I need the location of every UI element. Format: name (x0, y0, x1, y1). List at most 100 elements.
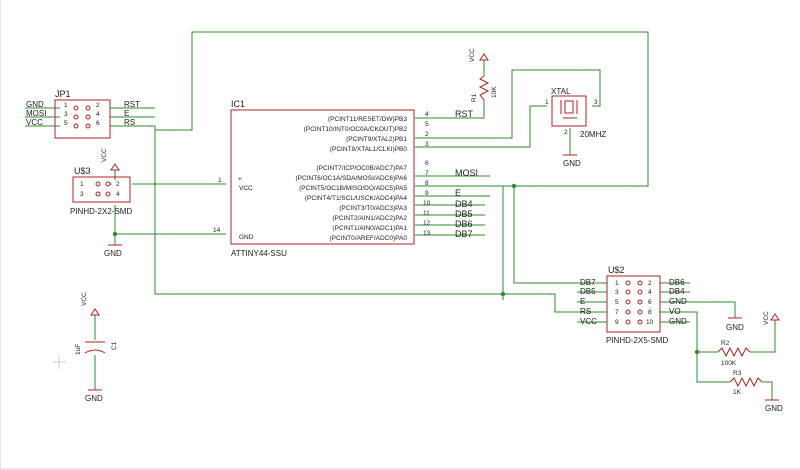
ic1-pin-num: 2 (425, 131, 429, 138)
u2-pin-num: 4 (648, 289, 652, 296)
ic1-pin-label: (PCINT2/AIN1/ADC2)PA2 (332, 215, 407, 222)
jp1-connector: JP1 GND MOSI VCC RST E RS 1 3 5 2 4 6 (26, 89, 140, 139)
jp1-left-label: GND (26, 100, 44, 109)
ic1-pin-num: 13 (423, 230, 431, 237)
ic1-pin-label: (PCINT6/OC1A/SDA/MOSI/ADC6)PA6 (296, 175, 408, 182)
u3-ref: U$3 (74, 166, 91, 176)
jp1-right-label: E (124, 109, 129, 118)
ic1-pin-num: 11 (423, 210, 430, 217)
u2-left-label: E (580, 297, 585, 306)
c1-capacitor: VCC 1uF C1 GND (75, 292, 118, 403)
ic1-pin-num: 12 (423, 220, 431, 227)
u3-connector: U$3 PINHD-2X2-SMD 1 3 2 4 VCC GND (70, 148, 132, 258)
u3-pin-num: 2 (116, 181, 120, 188)
net-db4: DB4 (455, 199, 473, 209)
u2-connector: U$2 PINHD-2X5-SMD DB7 DB5 E RS VCC DB6 D… (580, 265, 780, 345)
u3-pin-num: 4 (116, 191, 120, 198)
u2-ref: U$2 (608, 265, 625, 275)
u2-vcc-label: VCC (763, 311, 770, 325)
ic1-pin-label: (PCINT0/AREF/ADC0)PA0 (329, 235, 407, 242)
u2-gnd-label: GND (726, 323, 744, 332)
u2-left-label: VCC (580, 317, 597, 326)
xtal-ref: XTAL (551, 87, 571, 96)
jp1-ref: JP1 (55, 89, 71, 99)
ic1-pin-label: (PCINT8/XTAL1/CLKI)PB0 (330, 146, 408, 153)
r2-resistor: R2 100K (717, 340, 751, 367)
xtal-pin: 1 (545, 99, 549, 106)
xtal-value: 20MHZ (580, 130, 606, 139)
jp1-right-label: RS (124, 118, 135, 127)
u2-pin-num: 9 (615, 319, 619, 326)
xtal-gnd-label: GND (563, 159, 581, 168)
jp1-left-label: VCC (26, 118, 43, 127)
u2-right-label: DB6 (669, 278, 685, 287)
u2-left-label: RS (580, 307, 591, 316)
junctions (112, 183, 700, 355)
u2-pin-num: 2 (648, 280, 652, 287)
c1-gnd-label: GND (85, 394, 103, 403)
net-labels: RST MOSI E DB4 DB5 DB6 DB7 (455, 109, 478, 239)
net-db6: DB6 (455, 219, 473, 229)
r1-ref: R1 (471, 93, 478, 102)
u2-right-label: VO (669, 307, 681, 316)
net-rst: RST (455, 109, 474, 119)
u2-left-label: DB7 (580, 278, 596, 287)
r3-value: 1K (733, 389, 742, 396)
r1-value: 10K (491, 86, 498, 98)
ic1-ref: IC1 (231, 99, 245, 109)
ic1-pin-label: (PCINT3/T0/ADC3)PA3 (339, 205, 407, 212)
u3-value: PINHD-2X2-SMD (70, 207, 132, 216)
ic1-pin-label: (PCINT4/T1/SCL/USCK/ADC4)PA4 (305, 195, 407, 202)
u2-right-label: GND (669, 317, 687, 326)
net-db5: DB5 (455, 209, 473, 219)
ic1-chip: IC1 ATTINY44-SSU (PCINT11/RESET/DW)PB3 (… (213, 99, 431, 258)
ic1-pin-label: (PCINT9/XTAL2)PB1 (346, 136, 407, 143)
net-db7: DB7 (455, 229, 473, 239)
u2-right-label: DB4 (669, 287, 685, 296)
u2-pin-num: 10 (646, 319, 654, 326)
ic1-pin-label: (PCINT7/ICP/OC0B/ADC7)PA7 (316, 165, 407, 172)
ic1-pin-num: 8 (425, 180, 429, 187)
ic1-pin-label: (PCINT10/INT0/OC0A/CKOUT)PB2 (304, 126, 408, 133)
ic1-pin-num: 5 (425, 121, 429, 128)
net-mosi: MOSI (455, 168, 478, 178)
svg-text:+: + (238, 176, 242, 183)
r3-ref: R3 (733, 370, 742, 377)
xtal-pin: 3 (594, 99, 598, 106)
r3-gnd-label: GND (765, 404, 783, 413)
ic1-pin-label: (PCINT5/OC1B/MISO/DO/ADC5)PA5 (299, 185, 407, 192)
ic1-vcc-num: 1 (218, 177, 222, 184)
ic1-pin-num: 4 (425, 111, 429, 118)
jp1-left-label: MOSI (26, 109, 46, 118)
u2-left-label: DB5 (580, 287, 596, 296)
jp1-right-label: RST (124, 100, 140, 109)
jp1-pin-num: 5 (64, 120, 68, 127)
ic1-pin-num: 9 (425, 190, 429, 197)
u3-vcc-label: VCC (101, 148, 108, 162)
jp1-pin-num: 2 (96, 102, 100, 109)
xtal-pin: 2 (564, 129, 568, 136)
c1-value: 1uF (75, 344, 82, 355)
u2-pin-num: 6 (648, 299, 652, 306)
jp1-pin-num: 6 (96, 120, 100, 127)
u2-pin-num: 5 (615, 299, 619, 306)
ic1-gnd-num: 14 (213, 227, 221, 234)
u2-pin-num: 8 (648, 309, 652, 316)
u2-pin-num: 1 (615, 280, 619, 287)
u2-pin-num: 3 (615, 289, 619, 296)
u2-right-label: GND (669, 297, 687, 306)
ic1-gnd-label: GND (239, 234, 254, 241)
c1-ref: C1 (111, 341, 118, 350)
jp1-pin-num: 3 (64, 111, 68, 118)
ic1-pin-num: 7 (425, 170, 429, 177)
r2-ref: R2 (721, 340, 730, 347)
ic1-pin-label: (PCINT1/AIN0/ADC1)PA1 (332, 225, 407, 232)
u2-pin-num: 7 (615, 309, 619, 316)
c1-vcc-label: VCC (81, 292, 88, 306)
wires (25, 31, 776, 400)
net-e: E (455, 188, 461, 198)
origin-cross (52, 355, 66, 369)
ic1-pin-num: 10 (423, 200, 431, 207)
ic1-vcc-label: VCC (239, 185, 253, 192)
